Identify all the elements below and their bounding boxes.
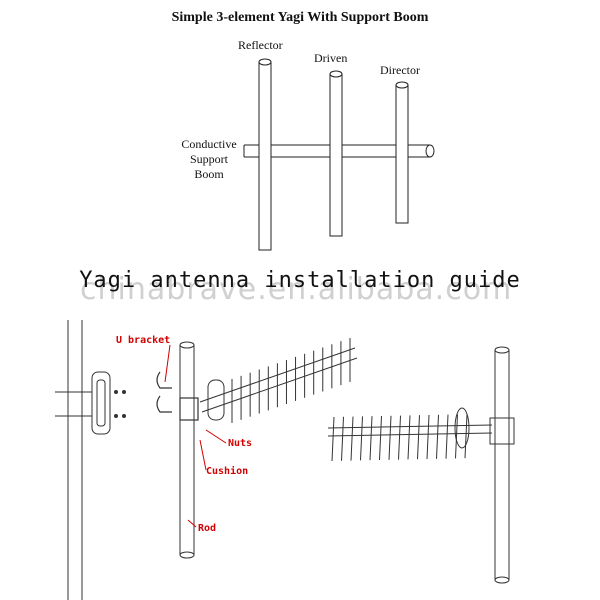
u-bracket-parts [156, 371, 199, 421]
boom-label-line1: Conductive [181, 137, 237, 151]
director-element [395, 81, 409, 224]
right-antenna [327, 407, 493, 449]
antenna-elements-layer [231, 338, 468, 462]
right-antenna-rod [407, 415, 411, 460]
right-antenna-rod [445, 414, 449, 459]
boom-label: Conductive Support Boom [169, 137, 249, 182]
right-antenna-rod [417, 415, 420, 460]
right-antenna-rod [369, 416, 373, 461]
right-pole [489, 346, 515, 584]
middle-pole [179, 341, 195, 559]
cushion-label: Cushion [206, 466, 249, 477]
annotation-leaders [164, 344, 227, 528]
left-pole-assembly [55, 320, 126, 600]
reflector-element [258, 58, 272, 251]
director-label: Director [380, 63, 420, 77]
right-antenna-rod [398, 415, 401, 460]
right-antenna-rod [350, 416, 354, 461]
driven-element [329, 70, 343, 237]
installation-guide-heading: Yagi antenna installation guide [79, 268, 521, 293]
boom-label-line3: Boom [194, 167, 224, 181]
boom-label-line2: Support [189, 152, 228, 166]
right-antenna-rod [379, 415, 382, 461]
driven-label: Driven [314, 51, 348, 65]
watermark-text: chinabrave.en.alibaba.com [80, 272, 513, 307]
rod-label: Rod [198, 523, 217, 534]
right-antenna-rod [455, 414, 458, 459]
right-antenna-rod [388, 415, 392, 460]
reflector-label: Reflector [238, 38, 283, 52]
middle-antenna [199, 347, 358, 421]
diagram-title: Simple 3-element Yagi With Support Boom [171, 10, 429, 25]
nuts-label: Nuts [228, 438, 253, 449]
right-antenna-rod [360, 416, 363, 461]
right-antenna-rod [426, 414, 430, 460]
right-antenna-rod [341, 416, 344, 461]
right-antenna-rod [331, 416, 335, 462]
right-antenna-rod [436, 414, 439, 459]
yagi-schematic [243, 58, 435, 251]
right-antenna-rod [464, 414, 468, 459]
u-bracket-label: U bracket [116, 335, 171, 346]
